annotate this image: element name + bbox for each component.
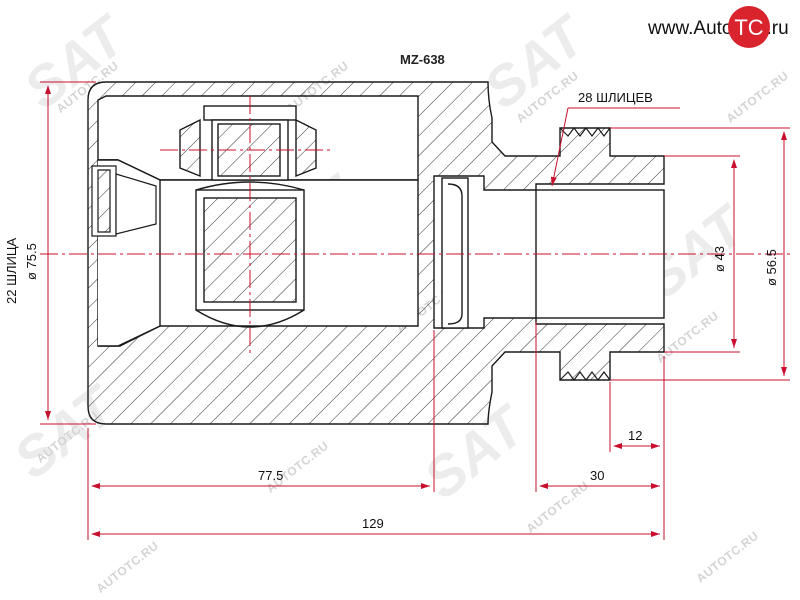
logo-letters: TC (734, 15, 763, 40)
length-30-label: 30 (590, 468, 605, 483)
shaft-diameter-label: ø 56.5 (764, 249, 779, 286)
brand-prefix: www.Auto (648, 18, 733, 39)
tripod-roller (179, 105, 317, 328)
dimension-lines (40, 81, 790, 540)
autotc-logo-icon: TC (726, 4, 772, 50)
spline-teeth (559, 127, 611, 381)
length-12-label: 12 (628, 428, 643, 443)
splines-inner-label: 22 ШЛИЦА (4, 237, 19, 304)
length-77-label: 77.5 (258, 468, 284, 483)
brand-url[interactable]: www.Auto .ru (648, 18, 789, 40)
body-diameter-label: ø 75.5 (24, 243, 39, 280)
housing-cavity (97, 159, 665, 347)
center-lines (40, 96, 790, 354)
brand-suffix: .ru (766, 18, 789, 39)
length-129-label: 129 (362, 516, 384, 531)
shaft-insert (91, 165, 157, 237)
splines-outer-label: 28 ШЛИЦЕВ (578, 90, 653, 105)
part-code: MZ-638 (400, 52, 445, 67)
neck-diameter-label: ø 43 (712, 245, 727, 272)
circlip (441, 177, 469, 329)
